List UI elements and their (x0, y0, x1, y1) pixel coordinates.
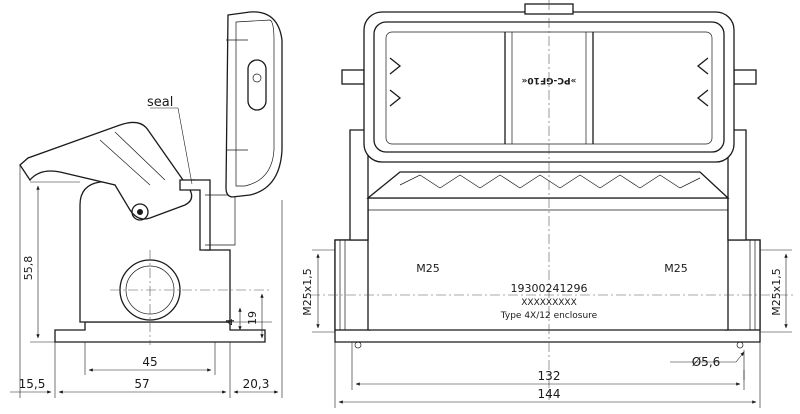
thread-left-label: M25x1,5 (301, 268, 314, 316)
thread-right-label: M25x1,5 (770, 268, 783, 316)
dim-19-label: 19 (246, 311, 259, 325)
left-peg (341, 69, 365, 85)
seal-leader (177, 107, 193, 185)
dim-144-label: 144 (538, 387, 561, 401)
ribbed-transition (366, 171, 730, 199)
front-view: »PC-GF10« M25 M25 19300241296 XXXXXXXXX … (301, 0, 795, 408)
right-peg (733, 69, 757, 85)
enclosure-type: Type 4X/12 enclosure (500, 311, 598, 321)
side-base-flange (54, 321, 266, 343)
lid-slot-hole (252, 73, 262, 83)
hole-dim-label: Ø5,6 (692, 355, 721, 369)
lid-inner-edge (235, 19, 275, 187)
dim-132-label: 132 (538, 369, 561, 383)
dim-55-label: 55,8 (22, 256, 35, 281)
mounting-hole-left (354, 341, 362, 349)
left-gland (334, 239, 371, 331)
dim-4-label: 4 (224, 319, 237, 326)
hole-dim-arrow (735, 351, 745, 363)
lever-pivot (131, 203, 149, 221)
seal-hinge-block (179, 179, 211, 251)
dim-20-3-label: 20,3 (243, 377, 270, 391)
dim-15-5-label: 15,5 (19, 377, 46, 391)
port-label-left: M25 (416, 262, 440, 275)
rib-pattern (399, 174, 701, 189)
lid-chevron-right-top (696, 57, 709, 75)
locking-lever (19, 121, 193, 220)
dim-57-label: 57 (134, 377, 149, 391)
lid-chevron-right-bottom (696, 89, 709, 107)
lid-chevron-left-top (389, 57, 402, 75)
right-mounting-lug (727, 129, 747, 241)
seal-label: seal (147, 95, 173, 110)
side-view: seal 55,8 19 4 45 57 15,5 20,3 (10, 11, 283, 398)
serial-number: XXXXXXXXX (521, 298, 577, 308)
lever-detail-lines (99, 131, 166, 186)
lid-slot (247, 59, 267, 111)
dim-45-label: 45 (142, 355, 157, 369)
hinge-bracket (205, 194, 236, 246)
part-number: 19300241296 (511, 282, 588, 295)
mounting-hole-right (736, 341, 744, 349)
lever-pivot-center (137, 209, 143, 215)
lid-chevron-left-bottom (389, 89, 402, 107)
port-label-right: M25 (664, 262, 688, 275)
open-lid (225, 11, 283, 198)
